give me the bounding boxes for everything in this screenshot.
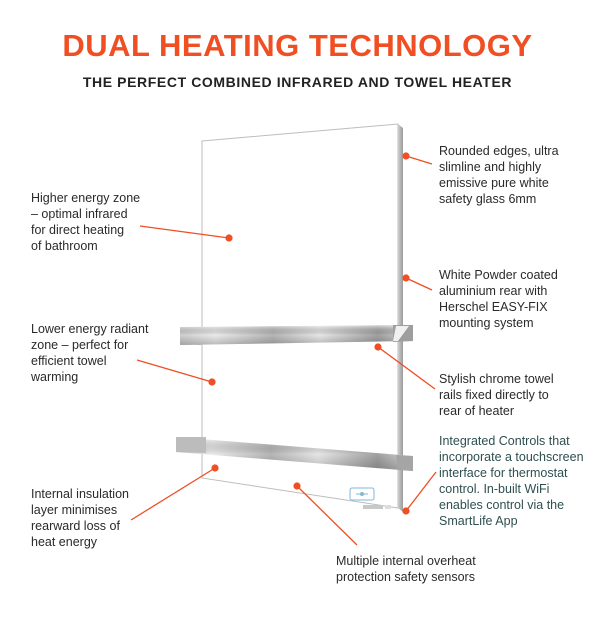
page-subtitle: THE PERFECT COMBINED INFRARED AND TOWEL … xyxy=(82,74,513,90)
dot-lower-zone xyxy=(208,378,216,386)
callout-line: – optimal infrared xyxy=(31,207,128,221)
callout-line: Lower energy radiant xyxy=(31,322,149,336)
dot-higher-zone xyxy=(225,234,233,242)
callout-line: Herschel EASY-FIX xyxy=(439,300,548,314)
leader-rails xyxy=(377,346,436,390)
callout-line: control. In-built WiFi xyxy=(439,482,550,496)
dot-insulation xyxy=(211,464,219,472)
leader-insulation xyxy=(130,467,216,521)
dot-controls xyxy=(402,507,410,515)
dot-sensors xyxy=(293,482,301,490)
callout-line: SmartLife App xyxy=(439,514,518,528)
callout-line: layer minimises xyxy=(31,503,118,517)
callout-line: rails fixed directly to xyxy=(439,388,549,402)
upper-towel-rail xyxy=(180,325,413,345)
callout-line: mounting system xyxy=(439,316,534,330)
leader-lower-zone xyxy=(136,359,213,383)
callout-line: slimline and highly xyxy=(439,160,542,174)
callout-edges: Rounded edges, ultra slimline and highly… xyxy=(439,143,559,207)
callout-line: White Powder coated xyxy=(439,268,558,282)
callout-insulation: Internal insulation layer minimises rear… xyxy=(31,486,129,550)
leader-controls xyxy=(405,471,437,512)
lower-towel-rail xyxy=(176,437,413,471)
callout-line: Multiple internal overheat xyxy=(336,554,476,568)
callout-line: heat energy xyxy=(31,535,98,549)
callout-line: Higher energy zone xyxy=(31,191,141,205)
callout-line: Integrated Controls that xyxy=(439,434,570,448)
heater-panel xyxy=(201,123,403,512)
leader-powder xyxy=(405,277,433,291)
callout-line: of bathroom xyxy=(31,239,98,253)
callout-rails: Stylish chrome towel rails fixed directl… xyxy=(439,371,554,419)
brand-badge-icon xyxy=(363,505,391,509)
dot-powder xyxy=(402,274,410,282)
touch-control-icon[interactable] xyxy=(349,487,375,501)
callout-line: warming xyxy=(31,370,79,384)
leader-higher-zone xyxy=(139,225,230,239)
callout-line: for direct heating xyxy=(31,223,125,237)
page-title: DUAL HEATING TECHNOLOGY xyxy=(62,28,533,63)
callout-sensors: Multiple internal overheat protection sa… xyxy=(336,553,476,585)
callout-line: protection safety sensors xyxy=(336,570,475,584)
callout-higher-zone: Higher energy zone – optimal infrared fo… xyxy=(31,190,140,254)
callout-line: aluminium rear with xyxy=(439,284,548,298)
callout-line: enables control via the xyxy=(439,498,565,512)
callout-line: safety glass 6mm xyxy=(439,192,537,206)
dot-rails xyxy=(374,343,382,351)
callout-lower-zone: Lower energy radiant zone – perfect for … xyxy=(31,321,148,385)
callout-powder: White Powder coated aluminium rear with … xyxy=(439,267,558,331)
callout-line: incorporate a touchscreen xyxy=(439,450,584,464)
callout-line: rear of heater xyxy=(439,404,515,418)
callout-line: efficient towel xyxy=(31,354,107,368)
callout-line: Internal insulation xyxy=(31,487,129,501)
dot-edges xyxy=(402,152,410,160)
callout-line: Rounded edges, ultra xyxy=(439,144,559,158)
callout-lines xyxy=(130,155,437,546)
callout-line: rearward loss of xyxy=(31,519,120,533)
callout-controls: Integrated Controls that incorporate a t… xyxy=(439,433,584,529)
callout-line: Stylish chrome towel xyxy=(439,372,554,386)
callout-dots xyxy=(208,152,410,515)
leader-sensors xyxy=(296,485,358,546)
leader-edges xyxy=(405,155,433,165)
callout-line: zone – perfect for xyxy=(31,338,129,352)
callout-line: emissive pure white xyxy=(439,176,549,190)
callout-line: interface for thermostat xyxy=(439,466,568,480)
